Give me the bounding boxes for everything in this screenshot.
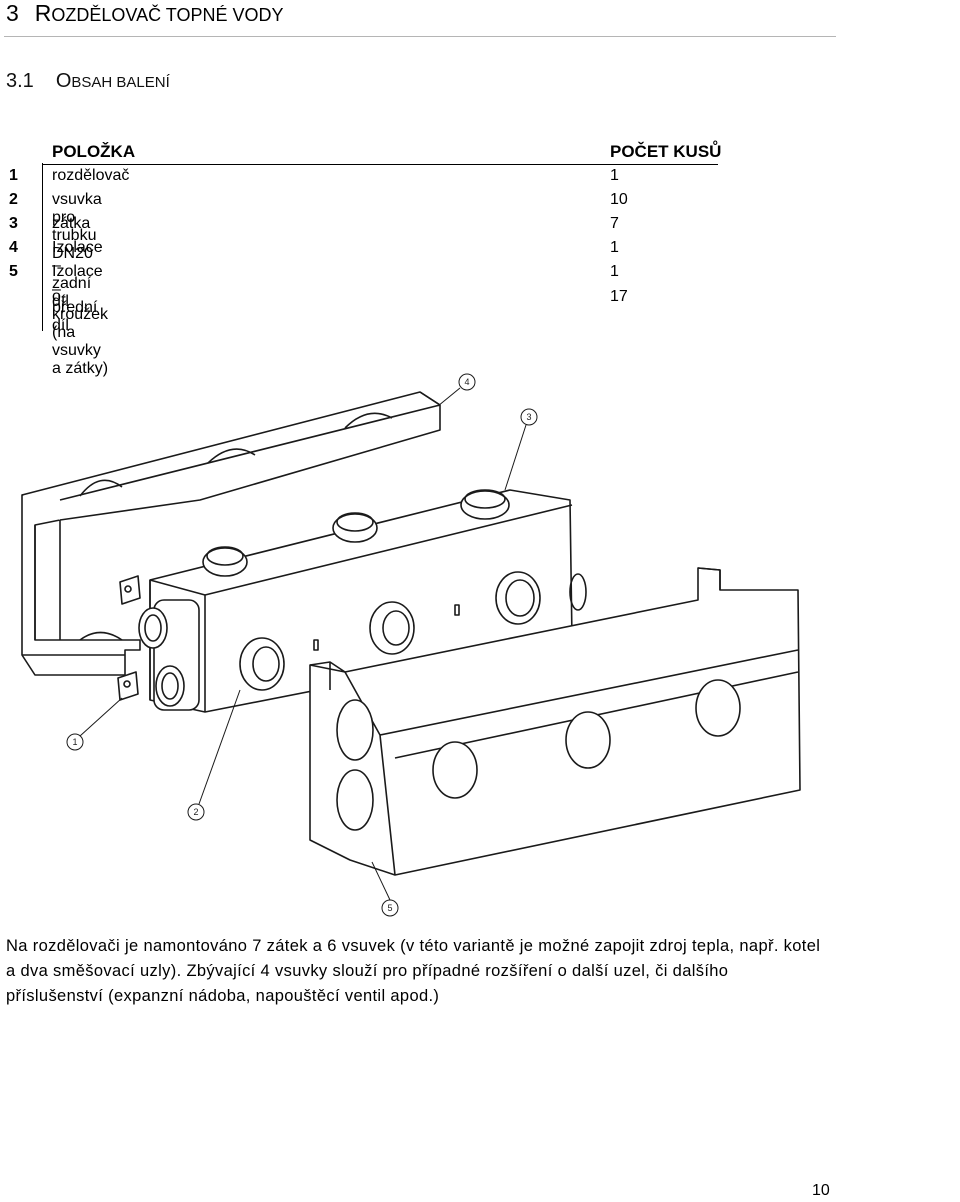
row-count: 17 (610, 288, 628, 305)
callout-label-2: 2 (193, 807, 198, 817)
subsection-title-initial: O (55, 70, 72, 92)
header-rule (42, 164, 718, 165)
row-index: 3 (9, 215, 18, 232)
callout-label-4: 4 (464, 377, 469, 387)
row-item: vsuvka pro trubku DN20 (52, 191, 102, 262)
row-item: rozdělovač (52, 167, 130, 184)
section-number: 3 (6, 0, 19, 26)
column-header-count: POČET KUSŮ (610, 142, 722, 161)
callout-2 (187, 803, 205, 821)
heading-divider (4, 36, 836, 37)
front-insulation (309, 567, 801, 876)
row-count: 1 (610, 167, 619, 184)
description-paragraph: Na rozdělovači je namontováno 7 zátek a … (6, 937, 821, 1005)
callout-4 (458, 373, 476, 391)
section-title-initial: R (34, 0, 52, 26)
row-count: 10 (610, 191, 628, 208)
callout-label-1: 1 (72, 737, 77, 747)
row-count: 7 (610, 215, 619, 232)
row-index: 2 (9, 191, 18, 208)
rear-insulation (21, 391, 441, 676)
row-index: 4 (9, 239, 18, 256)
row-item: Izolace – přední díl (52, 263, 103, 334)
subsection-number: 3.1 (6, 70, 34, 92)
row-count: 1 (610, 263, 619, 280)
row-item: Izolace – zadní díl (52, 239, 103, 310)
callouts (66, 373, 538, 917)
index-column-rule (42, 163, 43, 331)
row-item: o-kroužek (na vsuvky a zátky) (52, 288, 109, 377)
callout-1 (66, 733, 84, 751)
subsection-heading: 3.1 OBSAH BALENÍ (6, 70, 170, 93)
subsection-title-rest: BSAH BALENÍ (71, 74, 170, 91)
callout-label-5: 5 (387, 903, 392, 913)
row-index: 1 (9, 167, 18, 184)
page-number: 10 (812, 1182, 830, 1199)
callout-label-3: 3 (526, 412, 531, 422)
callout-3 (520, 408, 538, 426)
column-header-item: POLOŽKA (52, 142, 136, 161)
row-item: zátka (52, 215, 91, 232)
manifold-exploded-drawing: 4 3 1 2 5 (21, 373, 801, 917)
row-count: 1 (610, 239, 619, 256)
row-index: 5 (9, 263, 18, 280)
section-title-rest: OZDĚLOVAČ TOPNÉ VODY (51, 5, 284, 25)
